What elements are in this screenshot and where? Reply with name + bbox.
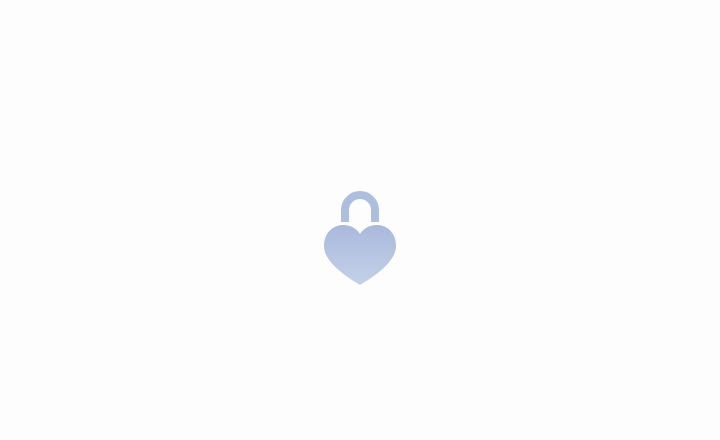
heart-padlock-icon <box>322 188 398 288</box>
padlock-shackle <box>341 191 379 222</box>
padlock-heart-body <box>324 225 396 285</box>
